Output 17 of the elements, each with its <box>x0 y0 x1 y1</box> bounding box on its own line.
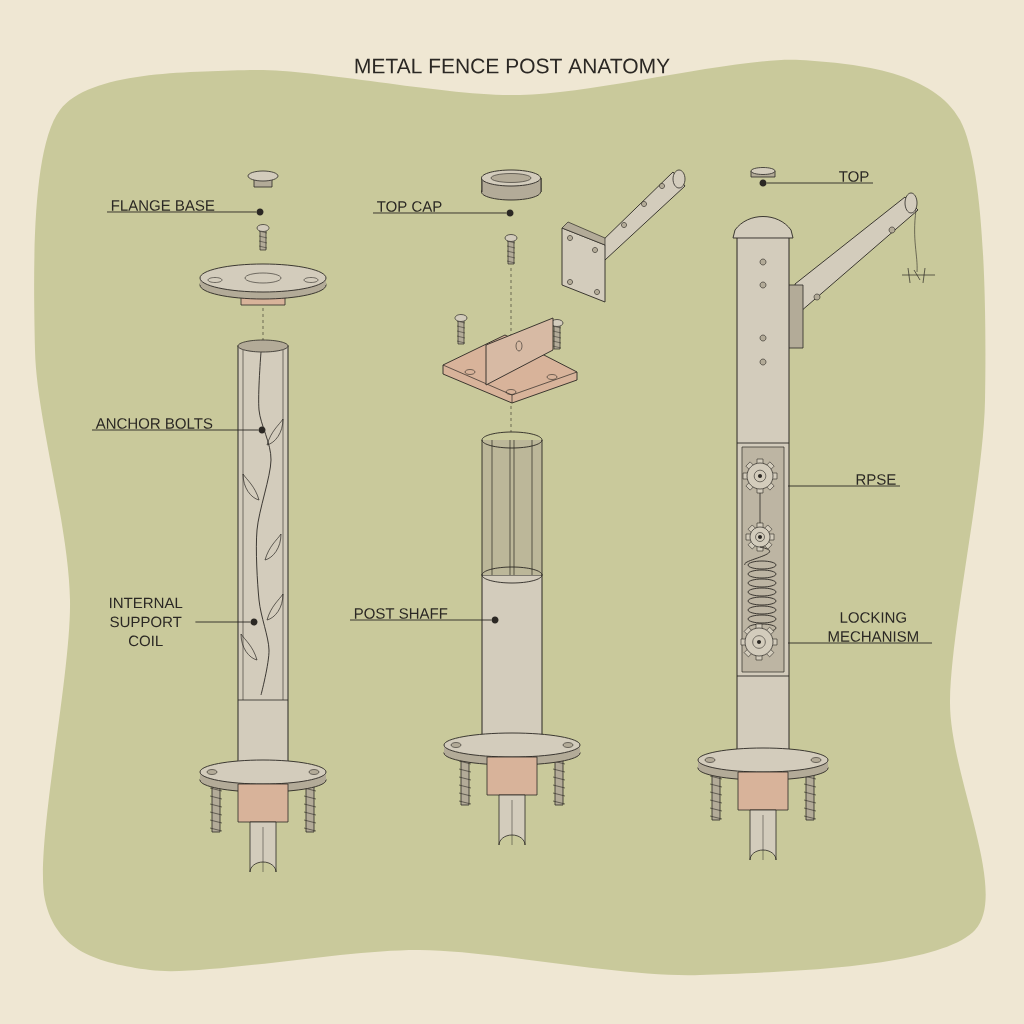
callout-label: TOP <box>839 171 869 182</box>
callout-label: POST SHAFF <box>354 608 448 619</box>
callout-label: ANCHOR BOLTS <box>95 418 213 429</box>
leader-line <box>787 485 901 487</box>
leader-line <box>787 642 933 644</box>
leader-line <box>106 211 257 213</box>
leader-line <box>766 182 874 184</box>
callout-label: FLANGE BASE <box>111 200 215 211</box>
callout-label: RPSE <box>856 474 896 485</box>
title: METAL FENCE POST ANATOMY <box>355 58 670 74</box>
callout-label: LOCKING MECHANISM <box>828 612 918 642</box>
callout-label: INTERNAL SUPPORT COIL <box>110 597 183 647</box>
leader-line <box>349 619 492 621</box>
callout-label: TOP CAP <box>377 201 442 212</box>
leader-line <box>372 212 507 214</box>
leader-line <box>194 621 251 623</box>
leader-line <box>91 429 259 431</box>
